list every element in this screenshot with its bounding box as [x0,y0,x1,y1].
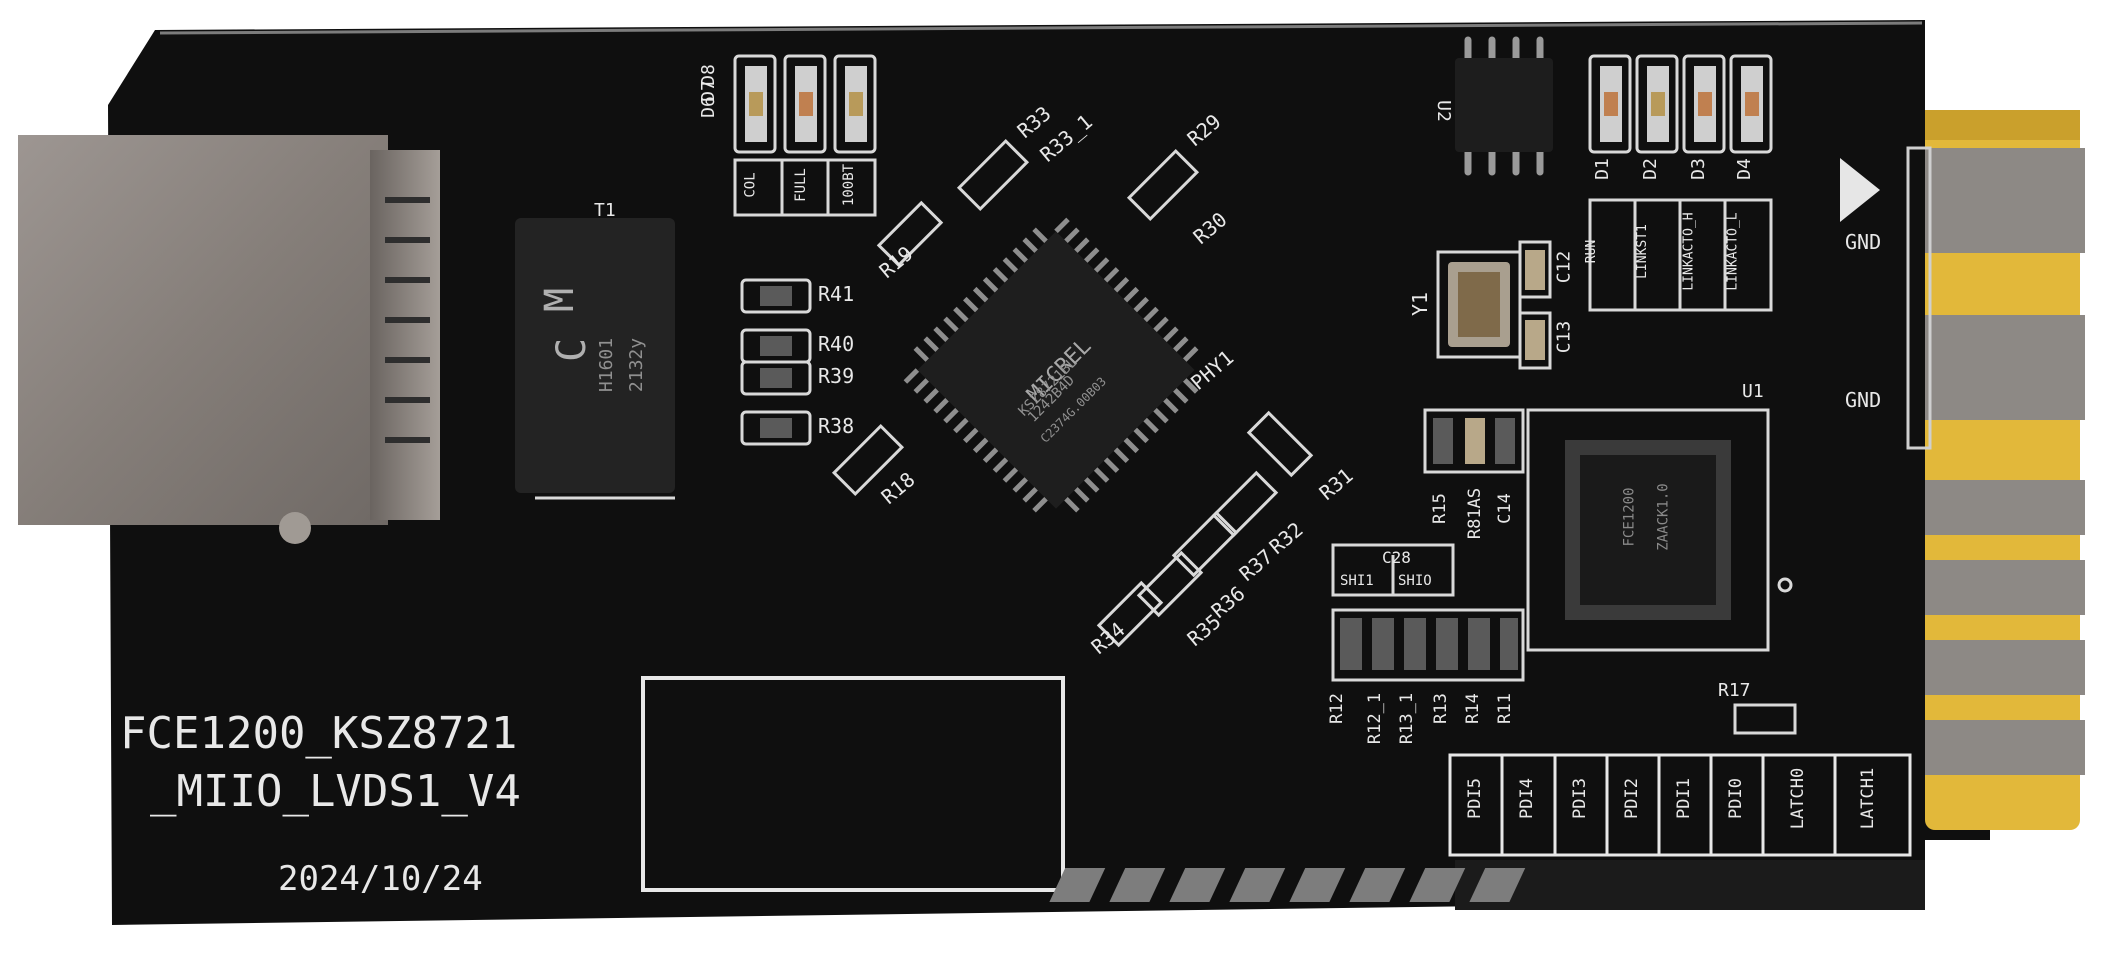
label-r14: R14 [1462,693,1483,724]
transformer-t1 [473,218,723,500]
header-label-latch1: LATCH1 [1858,767,1879,830]
label-c13: C13 [1553,320,1575,354]
header-label-pdi5: PDI5 [1464,778,1485,819]
label-r38: R38 [818,414,855,438]
header-label-pdi4: PDI4 [1516,778,1537,819]
status-label-linkst1: LINKST1 [1634,224,1650,279]
label-c12: C12 [1553,250,1575,284]
ic-u2 [1455,36,1553,176]
mcu-u1 [1526,408,1793,652]
resistors-left [740,278,812,446]
label-r17: R17 [1718,680,1751,701]
header-label-pdi1: PDI1 [1673,778,1694,819]
mcu-mark-1: FCE1200 [1621,487,1638,547]
label-r81as: R81AS [1465,487,1486,540]
edge-label-gnd-2: GND [1845,388,1882,412]
board-name-line1: FCE1200_KSZ8721 [120,708,518,759]
board-name-line2: _MIIO_LVDS1_V4 [150,766,521,817]
leds-top [733,54,877,217]
rj45-jack [18,135,440,544]
blank-label-box [641,676,1065,892]
transformer-mark-date: 2132y [626,337,648,393]
switch-block-c28 [1331,543,1525,682]
label-d4: D4 [1733,158,1755,180]
led-label-100bt: 100BT [841,163,858,207]
label-r40: R40 [818,332,855,356]
label-r15: R15 [1429,493,1450,524]
label-d1: D1 [1591,158,1613,180]
leds-right [1588,54,1773,312]
label-c28: C28 [1382,548,1411,567]
label-r12-1: R12_1 [1365,692,1386,745]
header-label-pdi0: PDI0 [1725,778,1746,819]
label-r11: R11 [1494,693,1515,724]
label-r39: R39 [818,364,855,388]
transformer-mark-m: M [537,287,584,313]
label-u2: U2 [1432,100,1454,122]
phy-chip [903,217,1199,513]
resistor-r17 [1733,703,1797,735]
label-r13: R13 [1430,693,1451,724]
transformer-mark-part: H1601 [596,337,618,393]
mcu-mark-2: ZAACK1.0 [1655,483,1672,551]
label-r13-1: R13_1 [1397,692,1418,745]
header-label-pdi2: PDI2 [1621,778,1642,819]
switch-label-shio: SHIO [1398,573,1432,589]
pin-header [1049,753,1925,910]
header-label-pdi3: PDI3 [1569,778,1590,819]
transformer-mark-c: C [549,337,596,363]
label-d2: D2 [1639,158,1661,180]
led-label-col: COL [742,172,759,198]
label-t1: T1 [594,200,616,221]
passives-u1-left [1423,408,1525,474]
crystal-y1 [1436,240,1552,370]
led-label-full: FULL [792,168,809,202]
edge-label-gnd-1: GND [1845,230,1882,254]
label-d8: D8 [697,64,719,86]
resistors-diagonal [831,138,1314,648]
status-label-linkacto-l: LINKACTO_L [1725,212,1741,291]
label-r12: R12 [1326,693,1347,724]
label-y1: Y1 [1408,291,1433,317]
label-u1: U1 [1742,381,1764,402]
label-c14: C14 [1494,493,1515,524]
board-date: 2024/10/24 [278,859,483,899]
status-label-linkacto-h: LINKACTO_H [1681,212,1697,291]
label-d3: D3 [1687,158,1709,180]
label-r41: R41 [818,282,855,306]
gold-finger-connector [1840,110,2085,830]
header-label-latch0: LATCH0 [1788,767,1809,830]
status-label-run: RUN [1584,239,1600,264]
switch-label-shi1: SHI1 [1340,573,1374,589]
